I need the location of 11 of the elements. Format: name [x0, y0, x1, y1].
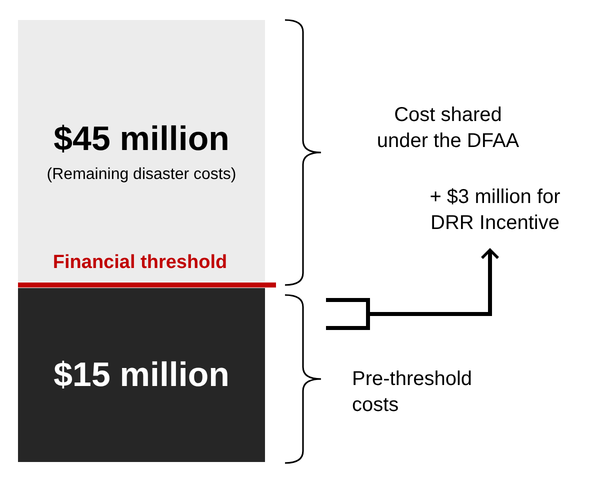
amount-label: $45 million: [54, 118, 230, 160]
note-text: (Remaining disaster costs): [46, 164, 236, 185]
cost-block: [18, 20, 265, 282]
arrow: [368, 248, 500, 316]
description-text: Pre-threshold costs: [352, 367, 474, 418]
amount-label: $15 million: [54, 354, 230, 396]
bracket-symbol: [326, 298, 370, 330]
description-text: Cost shared under the DFAA: [376, 103, 520, 154]
description-text: + $3 million for DRR Incentive: [428, 185, 562, 236]
cost-block: [18, 288, 265, 462]
threshold-label: Financial threshold: [52, 252, 228, 274]
